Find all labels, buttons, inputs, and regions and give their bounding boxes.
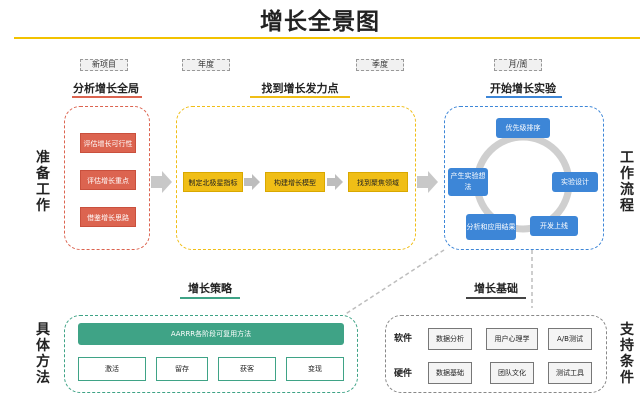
underline-foundation: [466, 297, 526, 299]
foundation-software-psychology: 用户心理学: [486, 328, 538, 350]
heading-find: 找到增长发力点: [261, 82, 339, 95]
find-box: [176, 106, 416, 250]
underline-experiment: [486, 96, 562, 98]
foundation-hardware-team-culture: 团队文化: [490, 362, 534, 384]
cycle-node-develop: 开发上线: [530, 216, 578, 236]
experiment-box: [444, 106, 604, 250]
foundation-software-label: 软件: [394, 334, 413, 344]
side-label-support: 支持条件: [620, 322, 634, 386]
foundation-hardware-test-tools: 测试工具: [548, 362, 592, 384]
tag-month-week: 月/周: [494, 59, 542, 71]
underline-strategy: [180, 297, 240, 299]
analyze-item-focus: 评估增长重点: [80, 170, 136, 190]
foundation-hardware-label: 硬件: [394, 369, 413, 379]
strategy-item-monetization: 变现: [286, 357, 344, 381]
foundation-box: [385, 315, 607, 393]
strategy-item-acquisition: 获客: [218, 357, 276, 381]
strategy-bar: AARRR各阶段可复用方法: [78, 323, 344, 345]
foundation-software-data-analysis: 数据分析: [428, 328, 472, 350]
cycle-node-idea: 产生实验想法: [448, 168, 488, 196]
side-label-prep: 准备工作: [36, 150, 50, 214]
cycle-node-analyze: 分析和应用结果: [466, 214, 516, 240]
page-title: 增长全景图: [260, 9, 380, 35]
find-item-focus-area: 找到聚焦领域: [348, 172, 408, 192]
arrow-yellow-1: [244, 174, 260, 190]
analyze-item-reference: 借鉴增长思路: [80, 207, 136, 227]
strategy-item-activation: 激活: [78, 357, 146, 381]
heading-strategy: 增长策略: [188, 282, 232, 295]
strategy-box: [64, 315, 358, 393]
title-divider: [14, 37, 640, 39]
cycle-node-design: 实验设计: [552, 172, 598, 192]
tag-new-project: 新项目: [80, 59, 128, 71]
foundation-software-ab-test: A/B测试: [548, 328, 592, 350]
side-label-method: 具体方法: [36, 322, 50, 386]
tag-quarter: 季度: [356, 59, 404, 71]
tag-year: 年度: [182, 59, 230, 71]
find-item-model: 构建增长模型: [265, 172, 325, 192]
find-item-north-star: 制定北极星指标: [183, 172, 243, 192]
arrow-analyze-to-find: [151, 171, 172, 193]
underline-find: [250, 96, 350, 98]
heading-analyze: 分析增长全局: [73, 82, 139, 95]
side-label-workflow: 工作流程: [620, 150, 634, 214]
analyze-item-feasibility: 评估增长可行性: [80, 133, 136, 153]
cycle-node-priority: 优先级排序: [496, 118, 550, 138]
arrow-yellow-2: [327, 174, 343, 190]
analyze-box: [64, 106, 150, 250]
arrow-find-to-experiment: [417, 171, 438, 193]
heading-foundation: 增长基础: [474, 282, 518, 295]
foundation-hardware-data-base: 数据基础: [428, 362, 472, 384]
connector-to-strategy: [343, 249, 445, 316]
heading-experiment: 开始增长实验: [490, 82, 556, 95]
strategy-item-retention: 留存: [156, 357, 208, 381]
underline-analyze: [72, 96, 142, 98]
